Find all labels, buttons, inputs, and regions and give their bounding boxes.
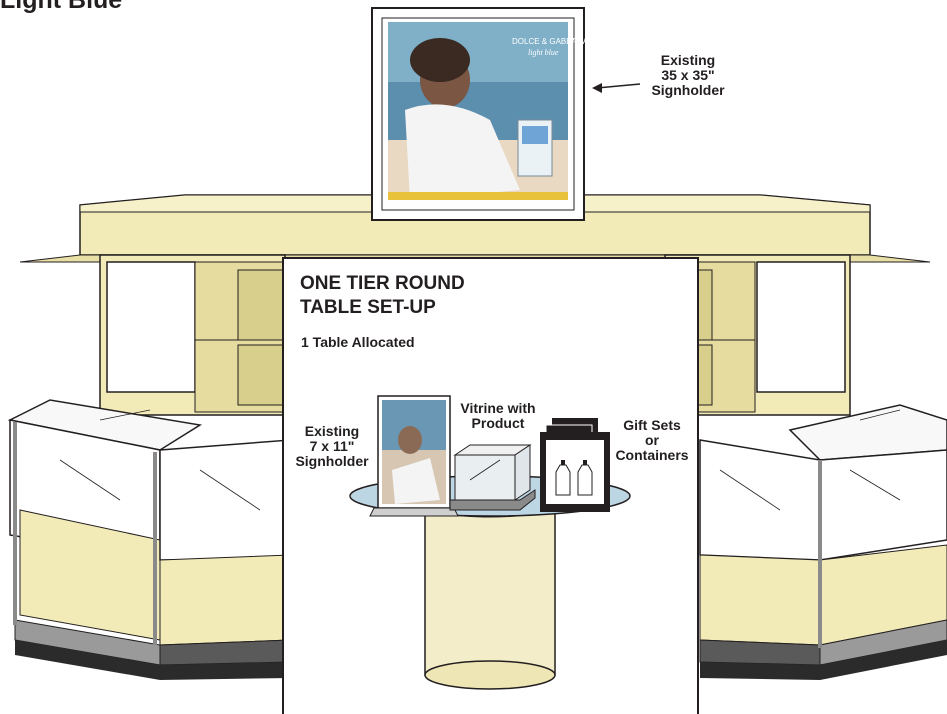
callout-line: 35 x 35" [661,67,715,83]
callout-gift-sets: Gift Sets or Containers [606,418,698,463]
callout-line: Signholder [295,453,369,469]
gift-sets-stack [540,418,610,512]
panel-title: ONE TIER ROUND TABLE SET-UP [300,272,465,320]
showcase-left [7,399,291,680]
back-wall-left [99,254,286,416]
panel-title-line-2: TABLE SET-UP [300,297,436,318]
panel-subtitle: 1 Table Allocated [301,334,415,350]
panel-title-line-1: ONE TIER ROUND [300,273,465,294]
callout-line: or [645,432,659,448]
callout-line: Existing [304,423,360,439]
poster-product: light blue [528,48,559,57]
callout-line: Gift Sets [623,417,681,433]
callout-line: 7 x 11" [309,438,355,454]
signholder-7x11 [369,395,459,517]
callout-line: Containers [615,447,689,463]
callout-vitrine: Vitrine with Product [448,401,548,431]
callout-line: Signholder [651,82,725,98]
callout-signholder-35: Existing 35 x 35" Signholder [640,53,736,98]
callout-signholder-7: Existing 7 x 11" Signholder [287,424,377,469]
callout-line: Existing [660,52,716,68]
showcase-right [699,404,947,680]
signholder-35x35: DOLCE & GABBANA light blue [371,7,589,221]
callout-line: Product [471,415,525,431]
vitrine [449,444,536,511]
page-title: Light Blue [0,0,123,14]
poster-brand: DOLCE & GABBANA [512,37,589,46]
callout-arrow-35 [592,83,641,93]
callout-line: Vitrine with [460,400,536,416]
